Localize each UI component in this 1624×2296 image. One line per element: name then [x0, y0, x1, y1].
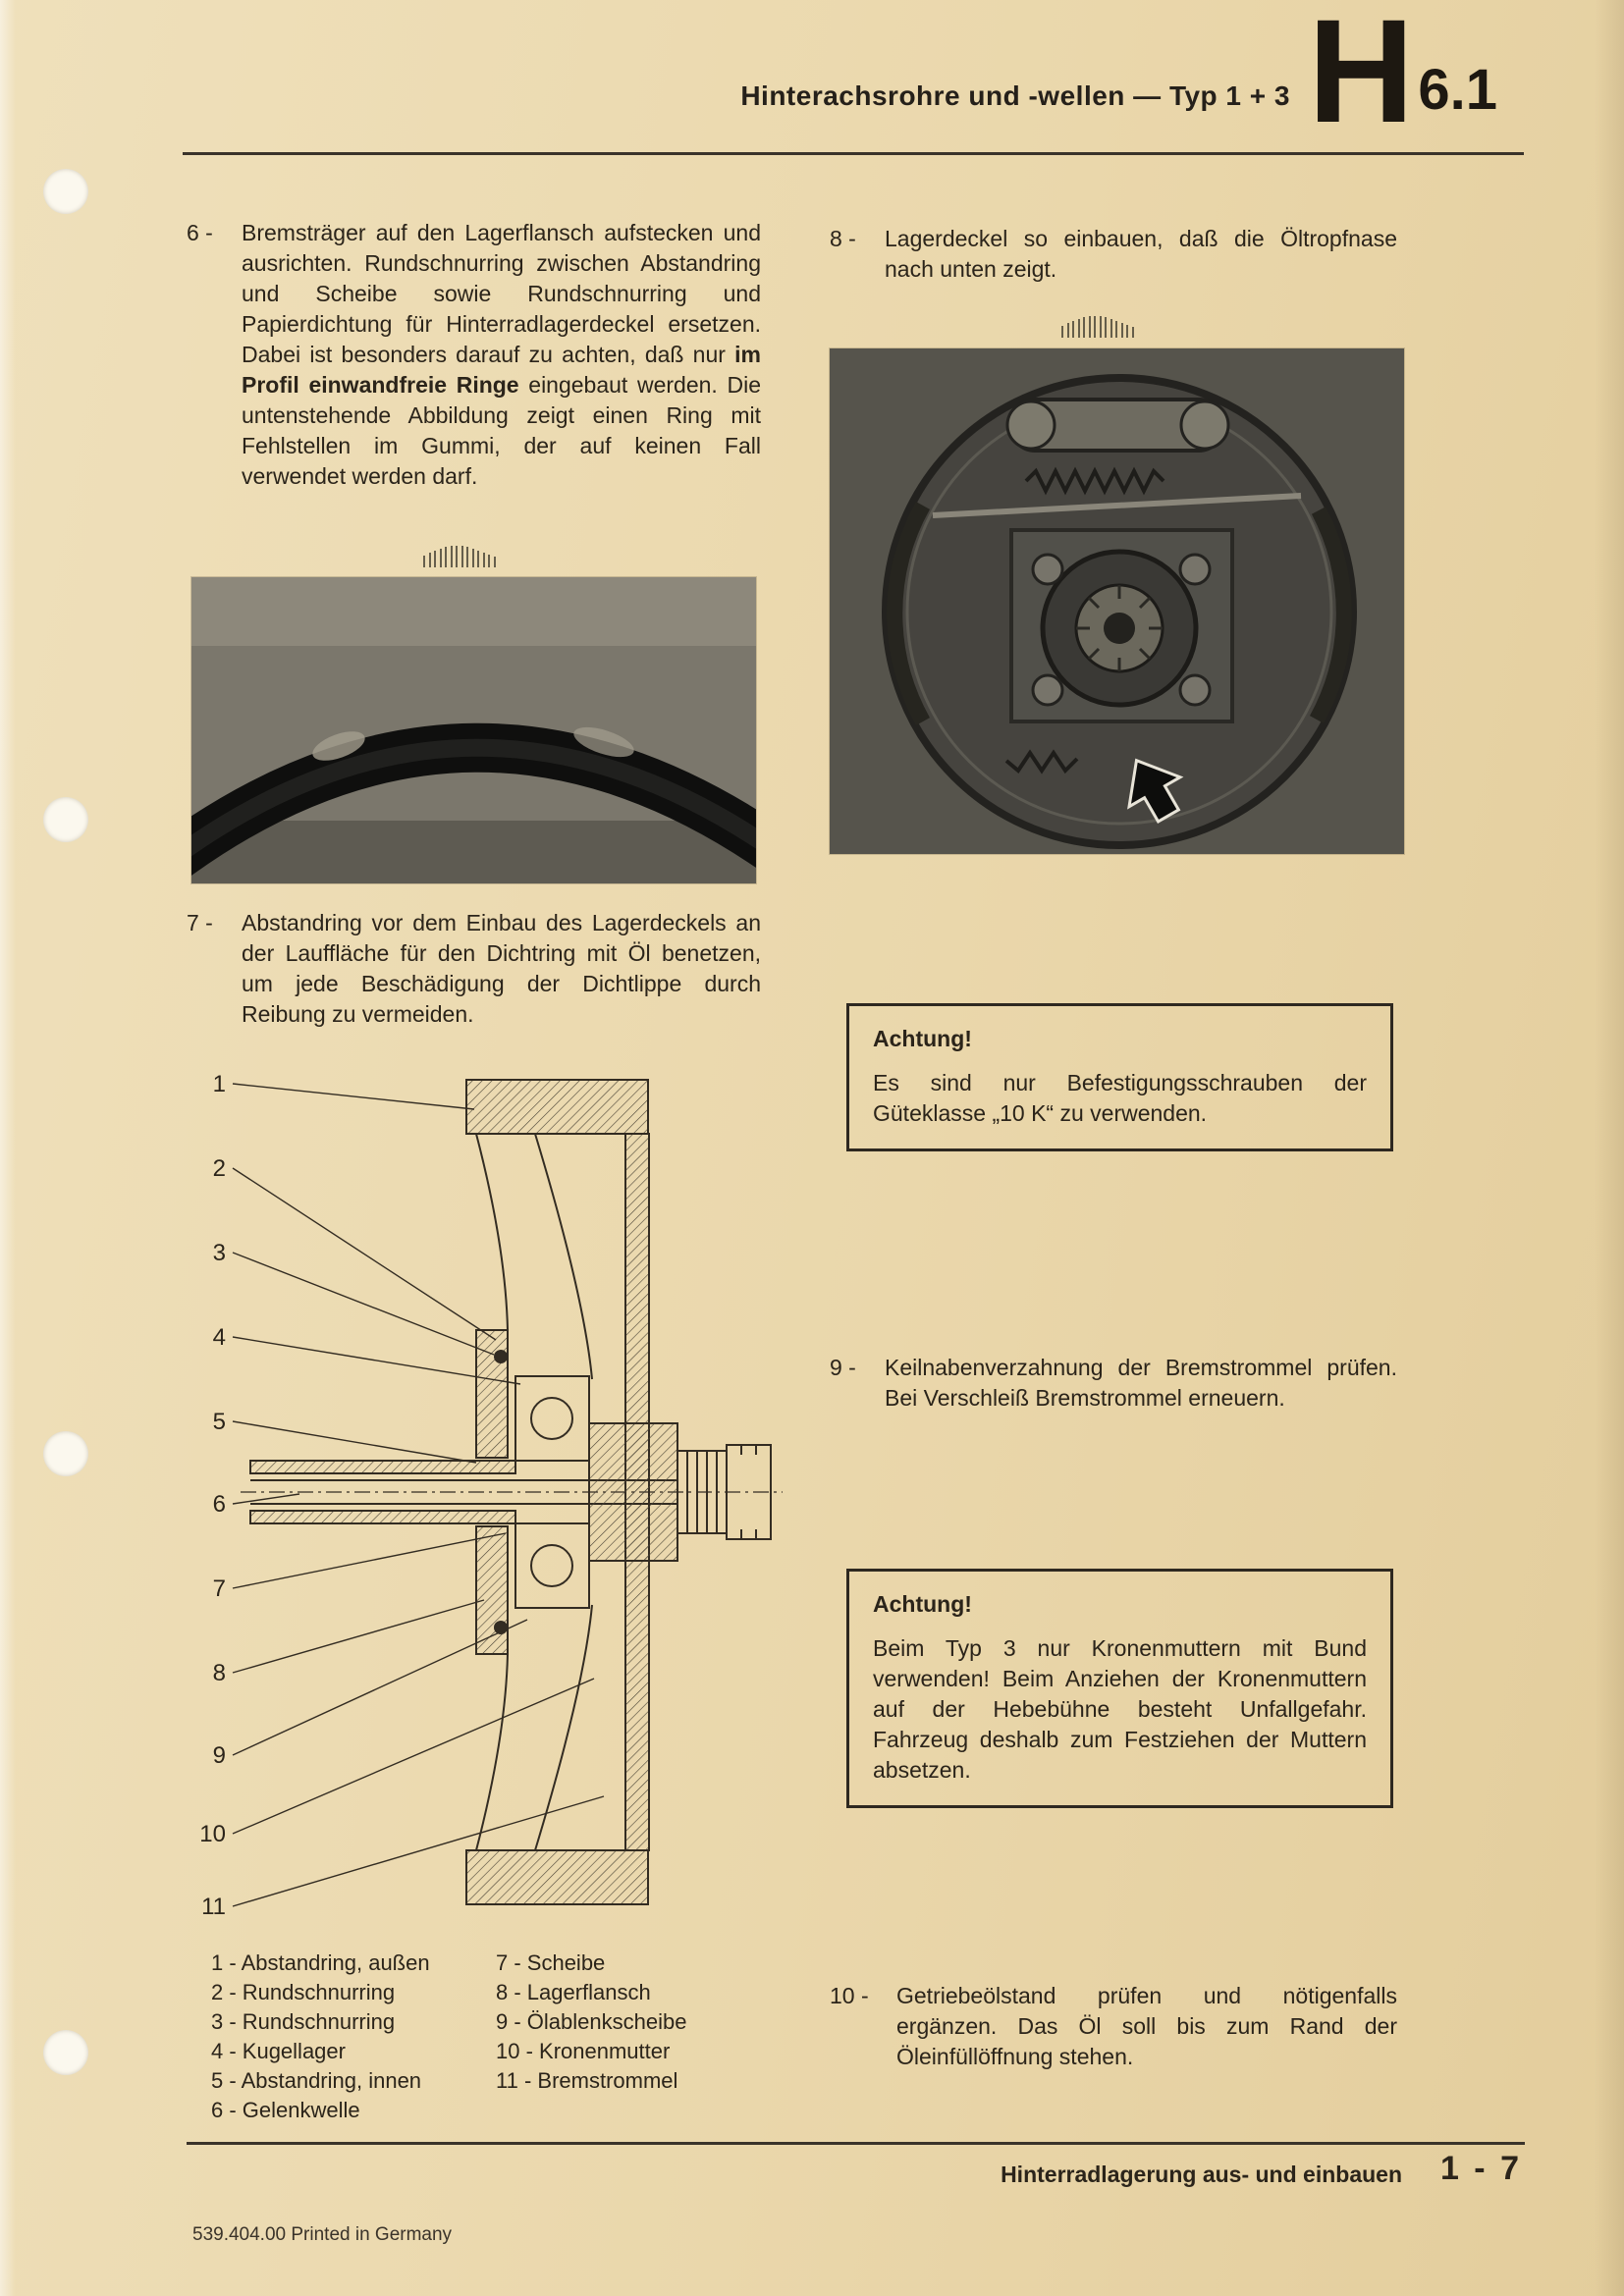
item-number: 9 -	[830, 1355, 856, 1380]
instruction-item-9: 9 - Keilnabenverzahnung der Bremstrommel…	[830, 1353, 1397, 1414]
header-rule	[183, 152, 1524, 155]
item-text: Getriebeölstand prüfen und nötigenfalls …	[896, 1983, 1397, 2069]
section-code-number: 6.1	[1418, 58, 1497, 122]
warning-box-screws: Achtung! Es sind nur Befestigungsschraub…	[846, 1003, 1393, 1151]
item-number: 7 -	[187, 910, 213, 935]
item-number: 6 -	[187, 220, 213, 245]
legend-entry: 2 - Rundschnurring	[211, 1980, 396, 2004]
legend-column-2: 7 - Scheibe 8 - Lagerflansch 9 - Ölablen…	[496, 1949, 686, 2096]
instruction-item-6: 6 - Bremsträger auf den Lagerflansch auf…	[187, 218, 761, 492]
item-text-part: Bremsträger auf den Lagerflansch aufstec…	[242, 220, 761, 367]
item-text: Bremsträger auf den Lagerflansch aufstec…	[242, 218, 761, 492]
axle-section-drawing: 1 2 3 4 5 6 7 8 9 10 11	[199, 1071, 783, 1920]
item-text: Lagerdeckel so einbauen, daß die Öltropf…	[885, 226, 1397, 282]
fringe-mark-icon	[1061, 316, 1134, 338]
diagram-callout: 9	[213, 1742, 226, 1769]
warning-text: Es sind nur Befestigungsschrauben der Gü…	[873, 1070, 1367, 1126]
legend-column-1: 1 - Abstandring, außen 2 - Rundschnurrin…	[211, 1949, 430, 2125]
diagram-callout: 4	[213, 1324, 226, 1351]
brake-assembly-photo	[830, 348, 1404, 854]
legend-entry: 10 - Kronenmutter	[496, 2039, 671, 2063]
legend-entry: 3 - Rundschnurring	[211, 2009, 396, 2034]
legend-entry: 5 - Abstandring, innen	[211, 2068, 422, 2093]
diagram-callout: 2	[213, 1155, 226, 1182]
section-code: H 6.1	[1308, 0, 1497, 153]
instruction-item-10: 10 - Getriebeölstand prüfen und nötigenf…	[830, 1981, 1397, 2072]
section-code-letter: H	[1308, 0, 1414, 153]
item-number: 10 -	[830, 1983, 869, 2008]
imprint: 539.404.00 Printed in Germany	[192, 2224, 453, 2245]
warning-title: Achtung!	[873, 1591, 972, 1617]
legend-entry: 8 - Lagerflansch	[496, 1980, 651, 2004]
diagram-callout: 7	[213, 1575, 226, 1602]
instruction-item-8: 8 - Lagerdeckel so einbauen, daß die Ölt…	[830, 224, 1397, 285]
diagram-callout: 8	[213, 1660, 226, 1686]
item-text: Keilnabenverzahnung der Bremstrommel prü…	[885, 1355, 1397, 1411]
footer-caption: Hinterradlagerung aus- und einbauen	[1001, 2162, 1402, 2187]
warning-box-crown-nuts: Achtung! Beim Typ 3 nur Kronenmuttern mi…	[846, 1569, 1393, 1808]
photo-arrow-marker	[1127, 758, 1184, 825]
fringe-mark-icon	[423, 546, 496, 567]
brake-assembly-photo-image	[830, 348, 1404, 854]
diagram-callout: 10	[199, 1821, 226, 1847]
legend-entry: 7 - Scheibe	[496, 1950, 606, 1975]
punch-hole	[43, 797, 88, 842]
diagram-callout: 3	[213, 1240, 226, 1266]
item-text-part: eingebaut werden. Die untenstehende Abbi…	[242, 372, 761, 489]
punch-hole	[43, 1431, 88, 1476]
punch-hole	[43, 2030, 88, 2075]
item-text: Abstandring vor dem Einbau des Lagerdeck…	[242, 910, 761, 1027]
diagram-callout: 1	[213, 1071, 226, 1097]
warning-text: Beim Typ 3 nur Kronenmuttern mit Bund ve…	[873, 1635, 1367, 1783]
page-title: Hinterachsrohre und -wellen — Typ 1 + 3	[740, 80, 1290, 111]
diagram-callout: 5	[213, 1409, 226, 1435]
page-number: 1 - 7	[1439, 2150, 1522, 2187]
diagram-callout: 11	[201, 1894, 226, 1920]
item-number: 8 -	[830, 226, 856, 251]
item-text-bold: im Profil einwandfreie Ringe	[242, 342, 761, 398]
diagram-callout: 6	[213, 1491, 226, 1518]
footer-rule	[187, 2142, 1525, 2145]
warning-title: Achtung!	[873, 1026, 972, 1051]
legend-entry: 1 - Abstandring, außen	[211, 1950, 430, 1975]
punch-hole	[43, 169, 88, 214]
instruction-item-7: 7 - Abstandring vor dem Einbau des Lager…	[187, 908, 761, 1030]
rubber-ring-photo-image	[146, 577, 805, 886]
callout-leader-lines	[232, 1083, 605, 1907]
legend-entry: 4 - Kugellager	[211, 2039, 346, 2063]
legend-entry: 9 - Ölablenkscheibe	[496, 2009, 687, 2034]
legend-entry: 11 - Bremstrommel	[496, 2068, 678, 2093]
rubber-ring-photo	[146, 577, 805, 886]
legend-entry: 6 - Gelenkwelle	[211, 2098, 360, 2122]
